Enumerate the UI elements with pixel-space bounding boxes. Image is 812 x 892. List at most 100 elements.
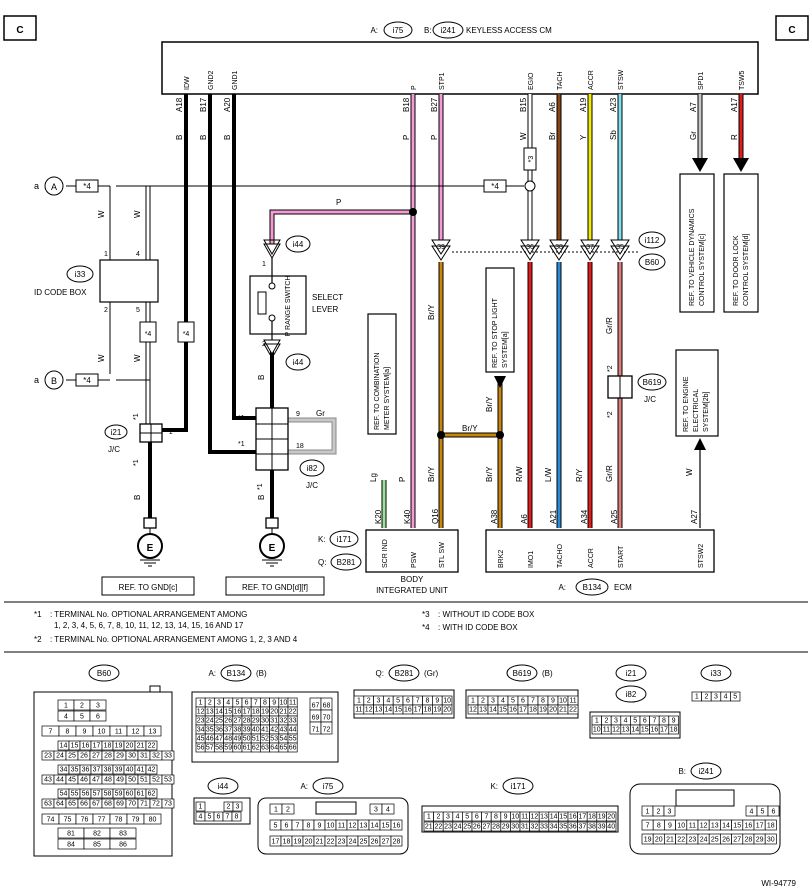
connector-cell-label: 27: [92, 753, 100, 760]
connector-cell-label: 70: [323, 715, 331, 722]
connector-cell-label: 2: [481, 698, 485, 705]
connector-cell-label: 30: [511, 824, 519, 831]
select-lever-label: SELECT: [312, 293, 343, 302]
connector-cell-label: 5: [465, 814, 469, 821]
cm-pin-name: SPD1: [698, 72, 705, 90]
connector-cell-label: 25: [215, 718, 223, 725]
connector-cell-label: 10: [327, 823, 335, 830]
connector-cell-label: 12: [197, 709, 205, 716]
jc-i82-connector: i82: [307, 464, 318, 473]
connector-cell-label: 5: [235, 700, 239, 707]
connector-cell-label: 8: [263, 700, 267, 707]
body-k-prefix: K:: [318, 535, 326, 544]
connector-cell-label: 25: [463, 824, 471, 831]
connector-cell-label: 14: [550, 814, 558, 821]
connector-cell-label: 66: [80, 801, 88, 808]
corner-label-left: C: [16, 25, 23, 36]
connector-cell-label: 64: [56, 801, 64, 808]
i112-connector: i112: [645, 236, 660, 245]
connector-cell-label: 80: [149, 817, 157, 824]
cm-prefix-a: A:: [370, 26, 378, 35]
body-pin-number: K40: [403, 509, 412, 524]
note2: : TERMINAL No. OPTIONAL ARRANGEMENT AMON…: [50, 635, 298, 644]
connector-cell-label: 18: [529, 707, 537, 714]
cm-pin-wire-color: Y: [579, 134, 588, 140]
connector-cell-label: 12: [612, 727, 620, 734]
connector-cell-label: 63: [261, 745, 269, 752]
connector-cell-label: 85: [93, 842, 101, 849]
connector-cell-label: 26: [722, 837, 730, 844]
connector-cell-label: 77: [98, 817, 106, 824]
connector-cell-label: 12: [349, 823, 357, 830]
connector-cell-label: 7: [254, 700, 258, 707]
id-code-box-label: ID CODE BOX: [34, 288, 87, 297]
connector-cell-label: 26: [224, 718, 232, 725]
star1-a: *1: [133, 413, 140, 420]
connector-cell-label: 23: [197, 718, 205, 725]
ref-door-lock-2: CONTROL SYSTEM[d]: [743, 233, 750, 306]
wire-p-low: P: [398, 477, 407, 482]
connector-cell-label: 10: [593, 727, 601, 734]
cm-pin-number: B18: [402, 97, 411, 112]
connector-cell-label: 35: [206, 727, 214, 734]
ecm-connector: B134: [583, 583, 602, 592]
connector-cell-label: 36: [82, 767, 90, 774]
body-q-prefix: Q:: [318, 558, 326, 567]
cm-pin-name: TSW5: [739, 70, 746, 90]
ground-e-right: E: [269, 543, 276, 554]
connector-cell-label: 13: [206, 709, 214, 716]
connector-cell-label: 18: [670, 727, 678, 734]
connector-cell: [145, 740, 158, 751]
connector-cell-label: 6: [643, 718, 647, 725]
connector-cell-label: 47: [215, 736, 223, 743]
connector-cell-label: 21: [137, 743, 145, 750]
connector-cell-label: 11: [689, 823, 696, 830]
connector-cell-label: 15: [499, 707, 507, 714]
connector-cell: [89, 710, 107, 722]
cm-pin-wire-color: Gr: [689, 131, 698, 140]
connector-cell-label: 31: [270, 718, 278, 725]
connector-cell-label: 3: [614, 718, 618, 725]
b619-connector: B619: [643, 378, 662, 387]
connector-cell-label: 33: [164, 753, 172, 760]
connector-cell-label: 75: [64, 817, 72, 824]
connector-cell: [161, 774, 175, 785]
connector-cell-label: 18: [283, 839, 291, 846]
connector-number: 38: [555, 244, 563, 251]
connector-cell-label: 2: [286, 807, 290, 814]
wire-w-4: W: [133, 354, 142, 362]
connector-cell-label: 65: [68, 801, 76, 808]
body-pin-name: PSW: [411, 552, 418, 568]
wire-rw: R/W: [515, 466, 524, 482]
connector-cell-label: 8: [307, 823, 311, 830]
connector-cell-label: 28: [393, 839, 401, 846]
connector-cell-label: 20: [549, 707, 557, 714]
connector-cell-label: 7: [296, 823, 300, 830]
connector-cell-label: 20: [443, 707, 451, 714]
connector-cell-label: 19: [115, 743, 123, 750]
connector-cell-label: 86: [119, 842, 127, 849]
connector-cell-label: 50: [128, 777, 136, 784]
connector-cell-label: 8: [66, 729, 70, 736]
i44-top: i44: [293, 240, 304, 249]
ground-e-left: E: [147, 543, 154, 554]
connector-suffix: (Gr): [424, 669, 439, 678]
connector-cell-label: 29: [116, 753, 124, 760]
note3-mark: *3: [422, 610, 430, 619]
connector-cell-label: 65: [280, 745, 288, 752]
connector-cell-label: 28: [243, 718, 251, 725]
connector-cell-label: 35: [559, 824, 567, 831]
wire-bry-3: Br/Y: [485, 396, 494, 412]
connector-cell-label: 29: [756, 837, 764, 844]
connector-cell-label: 13: [479, 707, 487, 714]
connector-cell-label: 20: [126, 743, 134, 750]
connector-cell-label: 3: [377, 698, 381, 705]
cm-pin-name: STSW: [618, 69, 625, 90]
ref-stop-light-1: REF. TO STOP LIGHT: [492, 297, 499, 368]
connector-name: i44: [218, 782, 229, 791]
